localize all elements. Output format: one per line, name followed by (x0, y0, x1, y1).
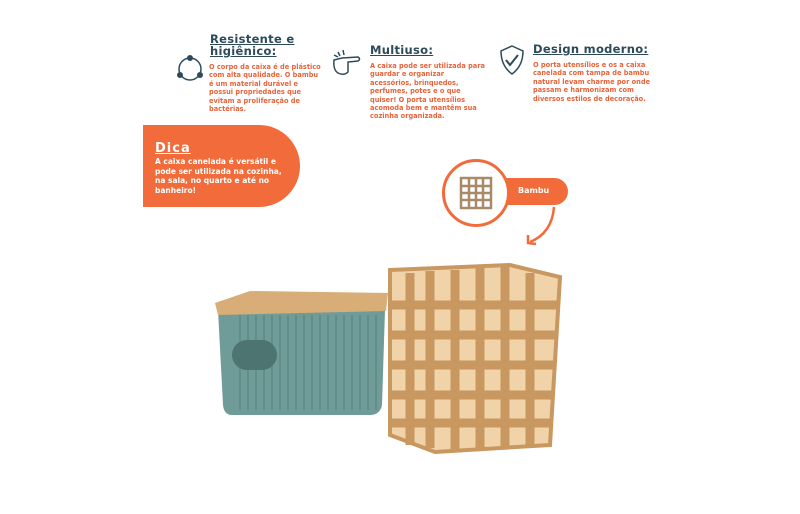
shield-check-icon (500, 45, 524, 75)
fluted-box (215, 291, 388, 415)
feature-title-resistant: Resistente e higiênico: (210, 32, 295, 58)
bamboo-thumbnail (442, 159, 510, 227)
feature-text-multiuse: A caixa pode ser utilizada para guardar … (370, 62, 485, 121)
product-image (215, 262, 563, 455)
feature-title-design: Design moderno: (533, 42, 649, 56)
feature-text-resistant: O corpo da caixa é de plástico com alta … (209, 63, 321, 114)
cycle-icon (177, 55, 203, 81)
tip-title: Dica (155, 141, 191, 156)
tip-text: A caixa canelada é versátil e pode ser u… (155, 157, 282, 195)
curved-arrow-icon (526, 206, 556, 246)
bamboo-crate (388, 262, 563, 455)
tip-banner: Dica A caixa canelada é versátil e pode … (143, 125, 300, 207)
bamboo-label: Bambu (518, 186, 550, 195)
feature-title-multiuse: Multiuso: (370, 43, 434, 57)
feature-text-design: O porta utensílios e os a caixa canelada… (533, 61, 651, 103)
pointing-hand-icon (333, 49, 361, 76)
